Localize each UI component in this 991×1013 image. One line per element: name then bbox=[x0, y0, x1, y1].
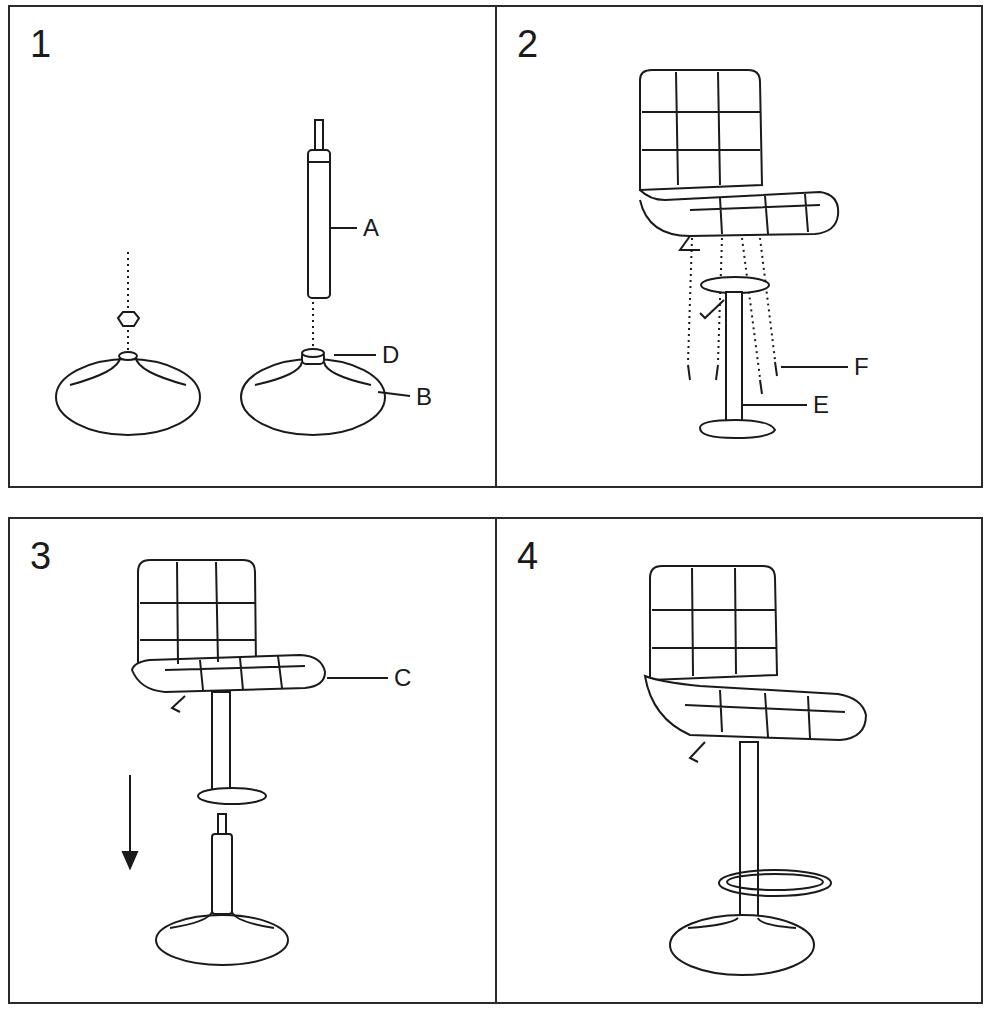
part-letter: F bbox=[853, 355, 870, 379]
step-panel: 1 bbox=[8, 5, 497, 488]
part-letter: A bbox=[362, 216, 380, 240]
step-number: 1 bbox=[30, 25, 51, 63]
part-letter: D bbox=[381, 343, 400, 367]
step-panel: 4 bbox=[495, 517, 983, 1004]
step-number: 4 bbox=[517, 537, 538, 575]
step-number: 3 bbox=[30, 537, 51, 575]
step-panel: 3 bbox=[8, 517, 497, 1004]
part-letter: C bbox=[393, 666, 412, 690]
step-number: 2 bbox=[517, 25, 538, 63]
step-panel: 2 bbox=[495, 5, 983, 488]
part-letter: B bbox=[415, 385, 433, 409]
part-letter: E bbox=[812, 393, 830, 417]
